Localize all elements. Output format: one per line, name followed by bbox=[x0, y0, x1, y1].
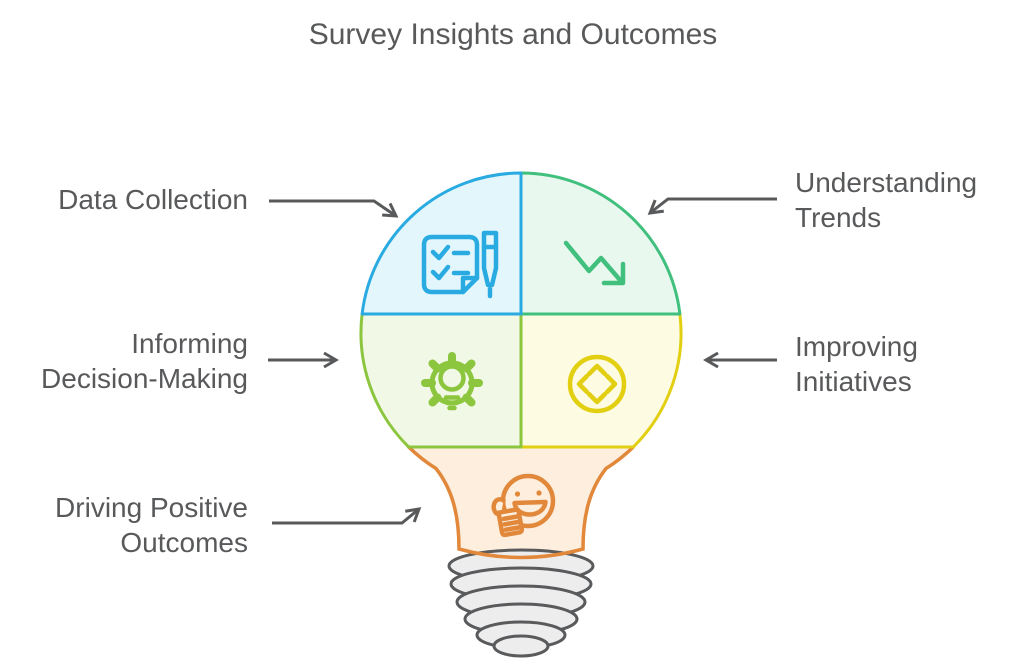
label-driving-positive-outcomes: Driving Positive Outcomes bbox=[55, 490, 248, 560]
trend-down-arrow-icon bbox=[563, 240, 626, 286]
quadrant-improving-initiatives bbox=[519, 312, 683, 449]
label-data-collection: Data Collection bbox=[58, 182, 248, 217]
label-line: Informing bbox=[131, 328, 248, 359]
label-line: Driving Positive bbox=[55, 492, 248, 523]
smiley-thumbs-up-icon bbox=[491, 473, 556, 538]
label-understanding-trends: Understanding Trends bbox=[795, 165, 977, 235]
label-line: Decision-Making bbox=[41, 363, 248, 394]
diagram-title: Survey Insights and Outcomes bbox=[308, 18, 718, 51]
bulb-neck-outline bbox=[406, 445, 636, 560]
label-line: Data Collection bbox=[58, 184, 248, 215]
quadrant-understanding-trends bbox=[519, 171, 682, 316]
focus-expand-icon bbox=[567, 354, 627, 414]
label-line: Outcomes bbox=[120, 527, 248, 558]
quadrant-data-collection bbox=[360, 171, 523, 316]
arrow-driving-positive-outcomes bbox=[272, 507, 422, 525]
label-informing-decision-making: Informing Decision-Making bbox=[41, 326, 248, 396]
arrow-data-collection bbox=[269, 199, 399, 218]
label-line: Understanding bbox=[795, 167, 978, 198]
arrow-understanding-trends bbox=[647, 197, 777, 215]
label-line: Trends bbox=[795, 202, 882, 233]
label-line: Initiatives bbox=[795, 366, 912, 397]
label-improving-initiatives: Improving Initiatives bbox=[795, 329, 918, 399]
gear-lightbulb-icon bbox=[421, 352, 483, 411]
label-line: Improving bbox=[795, 331, 918, 362]
checklist-pen-icon bbox=[421, 230, 499, 299]
screw-base bbox=[447, 548, 595, 658]
